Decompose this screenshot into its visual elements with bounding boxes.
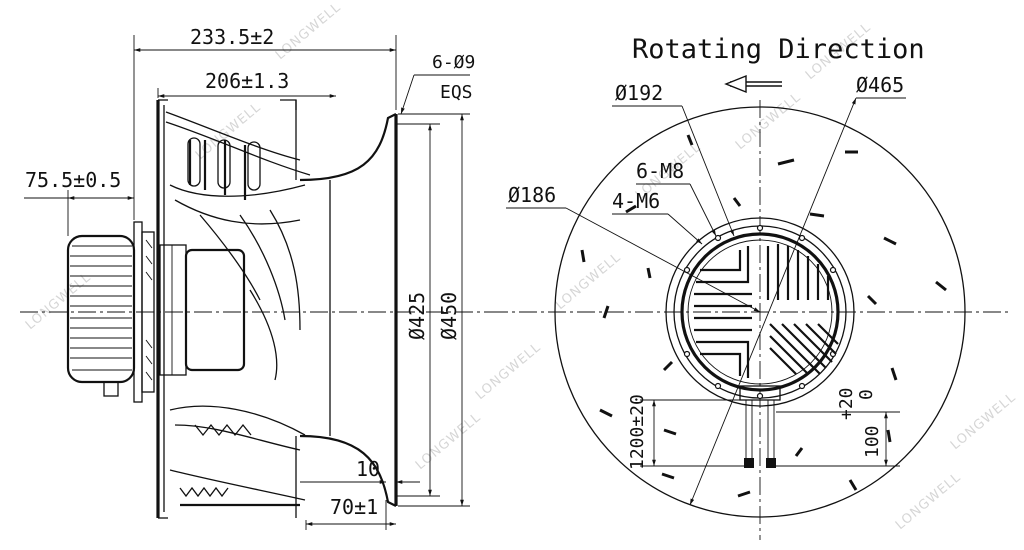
arrow-left-icon — [724, 74, 782, 94]
dim-mounting-holes: 6-Ø9 EQS — [400, 52, 475, 115]
dim-threads-m8: 6-M8 — [636, 159, 717, 237]
dim-diameter-outer-label: Ø450 — [437, 292, 461, 340]
watermark-text: LONGWELL — [733, 90, 804, 153]
dim-overall-width-label: 233.5±2 — [190, 25, 274, 49]
dim-holes-note: EQS — [440, 82, 473, 103]
watermark-text: LONGWELL — [473, 340, 544, 403]
dim-hub: Ø186 — [506, 183, 761, 313]
side-view: 233.5±2 206±1.3 75.5±0.5 6-Ø9 EQS — [20, 25, 500, 530]
watermark-text: LONGWELL — [893, 470, 964, 533]
watermark-text: LONGWELL — [193, 100, 264, 163]
dim-threads-m6-label: 4-M6 — [612, 189, 660, 213]
dim-inlet-depth-label: 70±1 — [330, 495, 378, 519]
dim-motor-offset-label: 75.5±0.5 — [25, 168, 121, 192]
dim-hub-label: Ø186 — [508, 183, 556, 207]
dim-impeller-diameter: Ø465 — [689, 73, 906, 506]
dim-flange-label: 10 — [356, 457, 380, 481]
dim-holes-label: 6-Ø9 — [432, 52, 475, 73]
dim-impeller-width-label: 206±1.3 — [205, 69, 289, 93]
dim-diameters: Ø425 Ø450 — [396, 113, 470, 507]
dim-cable-tail: 100 +20 0 — [776, 387, 900, 467]
dim-threads-m6: 4-M6 — [612, 189, 703, 245]
front-view: Rotating Direction — [490, 34, 1010, 540]
dim-motor-offset: 75.5±0.5 — [24, 168, 134, 236]
rotating-direction-title: Rotating Direction — [632, 34, 925, 65]
dim-cable-tol-lower: 0 — [856, 389, 877, 400]
dim-threads-m8-label: 6-M8 — [636, 159, 684, 183]
watermark-text: LONGWELL — [23, 270, 94, 333]
motor — [66, 221, 155, 403]
inlet-shroud — [280, 99, 398, 518]
dim-flange: 10 70±1 — [300, 457, 420, 530]
watermark-text: LONGWELL — [948, 390, 1019, 453]
motor-fins — [694, 244, 839, 378]
watermark-text: LONGWELL — [553, 250, 624, 313]
dim-bolt-circle-label: Ø192 — [615, 81, 663, 105]
dim-impeller-diameter-label: Ø465 — [856, 73, 904, 97]
dim-cable-tol-upper: +20 — [836, 387, 857, 420]
impeller-blades — [165, 111, 311, 507]
watermark-text: LONGWELL — [413, 410, 484, 473]
impeller-backplate — [156, 99, 246, 519]
dim-overall-width: 233.5±2 — [133, 25, 397, 220]
dim-diameter-inner-label: Ø425 — [405, 292, 429, 340]
dim-cable-length: 1200±20 — [627, 394, 744, 470]
watermark-text: LONGWELL — [273, 0, 344, 63]
dim-cable-tail-label: 100 — [862, 425, 883, 458]
dim-impeller-width: 206±1.3 — [157, 69, 336, 98]
dim-cable-length-label: 1200±20 — [627, 394, 648, 470]
